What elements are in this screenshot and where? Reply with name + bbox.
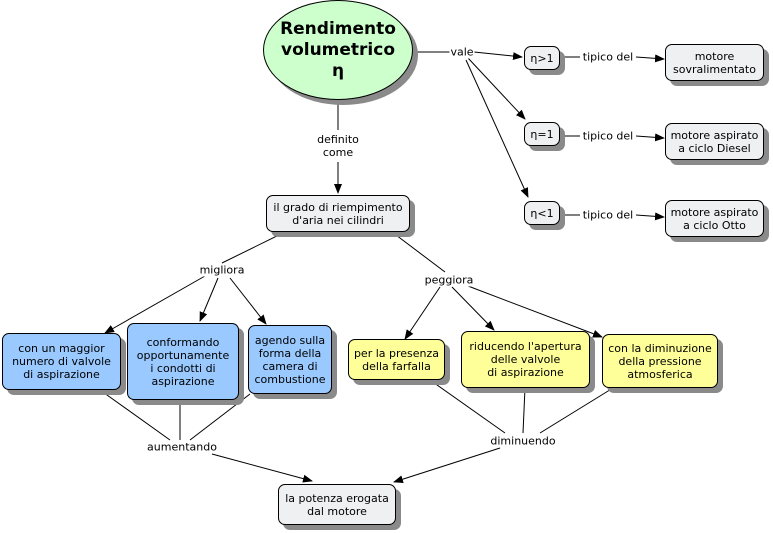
line-diminuendo-potenza: [393, 447, 501, 484]
line-apertura-diminuendo: [522, 387, 526, 434]
line-aumentando-potenza: [211, 453, 313, 483]
node-eta-eq-1[interactable]: η=1: [524, 122, 560, 146]
node-conformando-condotti[interactable]: conformando opportunamente i condotti di…: [127, 323, 239, 400]
line-peggiora-pressione: [467, 285, 603, 338]
line-farfalla-diminuendo: [429, 379, 506, 434]
line-valvole-aumentando: [99, 389, 171, 441]
link-label-peggiora: peggiora: [423, 273, 475, 287]
line-vale-eta-lt: [465, 59, 529, 198]
link-label-tipico-1: tipico del: [581, 50, 635, 64]
node-eta-lt-1[interactable]: η<1: [524, 201, 560, 225]
node-motore-aspirato-otto[interactable]: motore aspirato a ciclo Otto: [665, 200, 764, 237]
line-tipico-diesel: [635, 133, 665, 142]
line-migliora-camera: [229, 277, 267, 325]
line-vale-eta-eq: [467, 57, 526, 120]
title-node-rendimento-volumetrico[interactable]: Rendimento volumetrico η: [263, 0, 413, 100]
line-camera-aumentando: [189, 393, 251, 441]
line-migliora-valvole: [104, 275, 206, 334]
link-label-migliora: migliora: [198, 263, 246, 277]
line-pressione-diminuendo: [539, 387, 614, 434]
node-eta-gt-1[interactable]: η>1: [524, 46, 560, 70]
node-diminuzione-pressione[interactable]: con la diminuzione della pressione atmos…: [602, 334, 718, 388]
line-grado-peggiora: [391, 231, 446, 273]
link-label-aumentando: aumentando: [146, 440, 218, 454]
node-presenza-farfalla[interactable]: per la presenza della farfalla: [348, 339, 445, 380]
link-label-definito-come: definito come: [316, 133, 360, 159]
line-grado-migliora: [221, 231, 286, 264]
node-grado-riempimento[interactable]: il grado di riempimento d'aria nei cilin…: [266, 195, 410, 232]
link-label-tipico-3: tipico del: [581, 208, 635, 222]
node-maggior-numero-valvole[interactable]: con un maggior numero di valvole di aspi…: [2, 333, 121, 390]
node-motore-aspirato-diesel[interactable]: motore aspirato a ciclo Diesel: [665, 123, 764, 160]
node-potenza-erogata[interactable]: la potenza erogata dal motore: [278, 484, 396, 525]
node-riducendo-apertura-valvole[interactable]: riducendo l'apertura delle valvole di as…: [461, 331, 590, 388]
line-tipico-otto: [635, 212, 665, 221]
link-label-diminuendo: diminuendo: [489, 434, 557, 448]
node-forma-camera-combustione[interactable]: agendo sulla forma della camera di combu…: [248, 325, 332, 394]
line-vale-eta-gt: [473, 51, 523, 61]
link-label-vale: vale: [449, 45, 475, 59]
line-tipico-sovra: [635, 54, 665, 63]
line-migliora-condotti: [199, 277, 219, 322]
line-peggiora-apertura: [451, 286, 495, 331]
link-label-tipico-2: tipico del: [581, 129, 635, 143]
line-peggiora-farfalla: [404, 286, 441, 340]
node-motore-sovralimentato[interactable]: motore sovralimentato: [665, 44, 764, 81]
